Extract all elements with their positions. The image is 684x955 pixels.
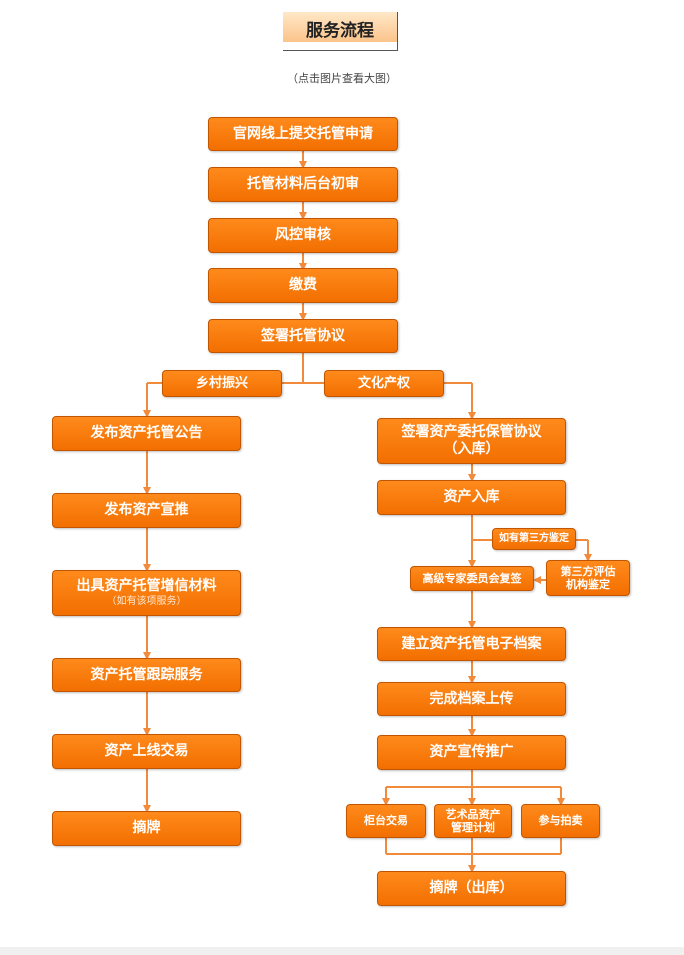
step-label: 缴费 xyxy=(289,277,317,294)
step-label: 摘牌（出库） xyxy=(429,880,514,897)
branch-label: 乡村振兴 xyxy=(195,375,248,391)
optional-service-note: （如有该项服务） xyxy=(106,596,187,608)
right-step-custody-agreement: 签署资产委托保管协议 （入库） xyxy=(377,418,566,464)
branch-cultural-property: 文化产权 xyxy=(324,370,444,397)
step-label: 签署资产委托保管协议 xyxy=(401,424,542,441)
step-label: 发布资产宣推 xyxy=(104,502,189,519)
step-label-sub: 机构鉴定 xyxy=(566,578,610,591)
step-label: 完成档案上传 xyxy=(429,690,514,707)
right-step-storage: 资产入库 xyxy=(377,480,566,515)
condition-label: 如有第三方鉴定 xyxy=(499,533,569,544)
step-label: 第三方评估 xyxy=(560,564,616,578)
branch-label: 文化产权 xyxy=(357,375,410,391)
channel-auction: 参与拍卖 xyxy=(521,804,600,838)
left-step-delisting: 摘牌 xyxy=(52,811,241,846)
right-step-delisting-out: 摘牌（出库） xyxy=(377,871,566,906)
step-label: 托管材料后台初审 xyxy=(247,176,359,193)
step-label: 资产托管跟踪服务 xyxy=(90,666,203,683)
left-step-online-trading: 资产上线交易 xyxy=(52,734,241,769)
view-large-hint[interactable]: （点击图片查看大图） xyxy=(287,72,397,85)
step-label: 资产上线交易 xyxy=(104,743,189,760)
step-label: 高级专家委员会复签 xyxy=(422,571,522,585)
step-label: 资产宣传推广 xyxy=(429,744,514,761)
step-online-application: 官网线上提交托管申请 xyxy=(208,117,398,151)
right-step-expert-review: 高级专家委员会复签 xyxy=(410,566,534,591)
right-step-promotion: 资产宣传推广 xyxy=(377,735,566,770)
channel-label-sub: 管理计划 xyxy=(451,821,495,834)
step-label-sub: （入库） xyxy=(443,441,500,457)
right-step-electronic-archive: 建立资产托管电子档案 xyxy=(377,627,566,661)
channel-counter-trading: 柜台交易 xyxy=(346,804,426,838)
channel-label: 艺术品资产 xyxy=(445,807,501,821)
step-label: 建立资产托管电子档案 xyxy=(401,635,542,652)
step-initial-review: 托管材料后台初审 xyxy=(208,167,398,202)
step-sign-agreement: 签署托管协议 xyxy=(208,319,398,353)
step-label: 风控审核 xyxy=(275,227,331,244)
right-step-third-party-appraisal: 第三方评估 机构鉴定 xyxy=(546,560,630,596)
branch-rural-revitalization: 乡村振兴 xyxy=(162,370,282,397)
page-title: 服务流程 xyxy=(306,21,374,41)
left-step-announcement: 发布资产托管公告 xyxy=(52,416,241,451)
left-step-credit-materials: 出具资产托管增信材料 （如有该项服务） xyxy=(52,570,241,616)
step-label: 资产入库 xyxy=(443,489,500,506)
right-step-archive-upload: 完成档案上传 xyxy=(377,682,566,716)
step-label: 出具资产托管增信材料 xyxy=(76,577,217,594)
channel-label: 柜台交易 xyxy=(364,814,408,828)
channel-label: 参与拍卖 xyxy=(538,814,583,828)
condition-third-party: 如有第三方鉴定 xyxy=(492,528,576,550)
channel-art-asset-plan: 艺术品资产 管理计划 xyxy=(434,804,512,838)
step-payment: 缴费 xyxy=(208,268,398,303)
bottom-strip xyxy=(0,947,684,955)
title-box: 服务流程 xyxy=(283,12,398,51)
title-gradient-bar xyxy=(283,12,397,42)
step-label: 签署托管协议 xyxy=(261,327,345,344)
step-label: 发布资产托管公告 xyxy=(90,425,203,442)
left-step-promotion: 发布资产宣推 xyxy=(52,493,241,528)
left-step-tracking-service: 资产托管跟踪服务 xyxy=(52,658,241,692)
step-risk-review: 风控审核 xyxy=(208,218,398,253)
step-label: 摘牌 xyxy=(132,820,161,837)
step-label: 官网线上提交托管申请 xyxy=(233,125,373,142)
